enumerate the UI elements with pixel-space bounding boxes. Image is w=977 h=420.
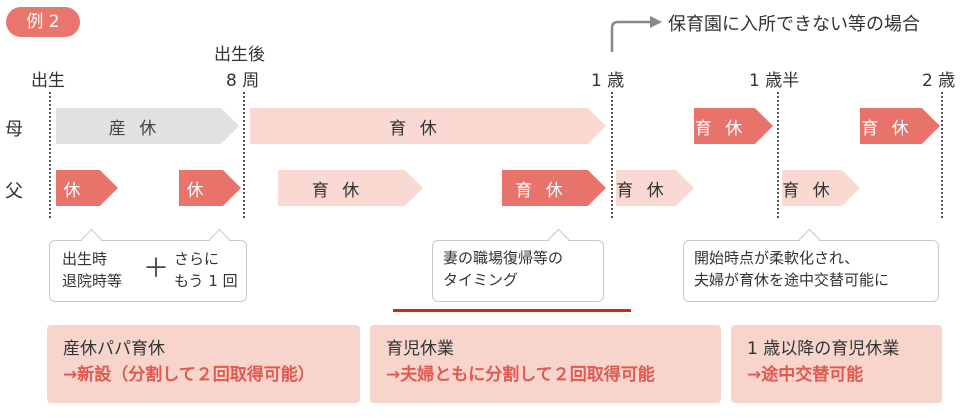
example-badge: 例 2 (6, 7, 80, 37)
note-label: 保育園に入所できない等の場合 (668, 14, 920, 35)
gridline-birth (49, 92, 51, 218)
mother-maternity-arrow: 産 休 (56, 108, 239, 144)
arrow-label: 育 休 (694, 118, 747, 139)
gridline-1-5-year (777, 92, 779, 218)
arrow-label: 育 休 (389, 118, 441, 139)
gridline-8-weeks (243, 92, 245, 218)
summary-detail: →新設（分割して２回取得可能） (63, 365, 315, 385)
summary-title: 1 歳以降の育児休業 (747, 339, 900, 359)
timeline-birth: 出生 (31, 71, 65, 91)
summary-title: 育児休業 (386, 339, 454, 359)
summary-box-paternity: 産休パパ育休 →新設（分割して２回取得可能） (47, 325, 360, 403)
row-label-mother: 母 (5, 119, 23, 140)
father-leave-arrow-4: 育 休 (782, 170, 860, 206)
arrow-label: 育 休 (861, 118, 913, 139)
hook-arrow-icon (610, 16, 662, 52)
timeline-1-year: 1 歳 (591, 71, 625, 91)
callout-postpartum-left: 出生時 退院時等 (62, 250, 123, 290)
callout-line: タイミング (443, 271, 519, 289)
father-leave-arrow-3: 育 休 (616, 170, 694, 206)
callout-line: 妻の職場復帰等の (443, 249, 564, 267)
callout-postpartum: 出生時 退院時等 ＋ さらに もう 1 回 (49, 228, 247, 302)
summary-detail: →夫婦ともに分割して２回取得可能 (386, 365, 655, 385)
callout-flexible-start: 開始時点が柔軟化され、 夫婦が育休を途中交替可能に (683, 228, 939, 302)
arrow-label: 休 (63, 180, 85, 201)
timeline-1-5-year: 1 歳半 (749, 71, 800, 91)
father-short-leave-arrow-1: 休 (56, 170, 118, 206)
mother-leave-arrow-3: 育 休 (860, 108, 940, 144)
row-label-father: 父 (5, 181, 23, 202)
mother-leave-arrow-2: 育 休 (694, 108, 773, 144)
arrow-label: 産 休 (108, 118, 161, 139)
arrow-label: 休 (186, 180, 208, 201)
arrow-label: 育 休 (782, 180, 834, 201)
callout-line: 夫婦が育休を途中交替可能に (694, 271, 890, 289)
summary-detail: →途中交替可能 (747, 365, 864, 385)
arrow-label: 育 休 (616, 180, 668, 201)
mother-leave-arrow-1: 育 休 (250, 108, 606, 144)
highlight-underline (393, 309, 631, 312)
timeline-after-birth: 出生後 (214, 45, 265, 65)
gridline-2-year (941, 92, 943, 218)
arrow-label: 育 休 (515, 180, 567, 201)
father-leave-arrow-2: 育 休 (502, 170, 606, 206)
timeline-2-year: 2 歳 (922, 71, 956, 91)
arrow-label: 育 休 (311, 180, 364, 201)
callout-postpartum-right: さらに もう 1 回 (174, 250, 238, 290)
callout-return-to-work: 妻の職場復帰等の タイミング (432, 228, 604, 302)
summary-box-childcare-leave: 育児休業 →夫婦ともに分割して２回取得可能 (370, 325, 721, 403)
plus-icon: ＋ (143, 254, 170, 284)
summary-box-after-1-year: 1 歳以降の育児休業 →途中交替可能 (731, 325, 942, 403)
summary-title: 産休パパ育休 (63, 339, 165, 359)
timeline-8-weeks: 8 周 (226, 71, 260, 91)
callout-line: 開始時点が柔軟化され、 (694, 249, 860, 267)
father-short-leave-arrow-2: 休 (179, 170, 241, 206)
father-leave-arrow-1: 育 休 (278, 170, 423, 206)
gridline-1-year (611, 92, 613, 218)
